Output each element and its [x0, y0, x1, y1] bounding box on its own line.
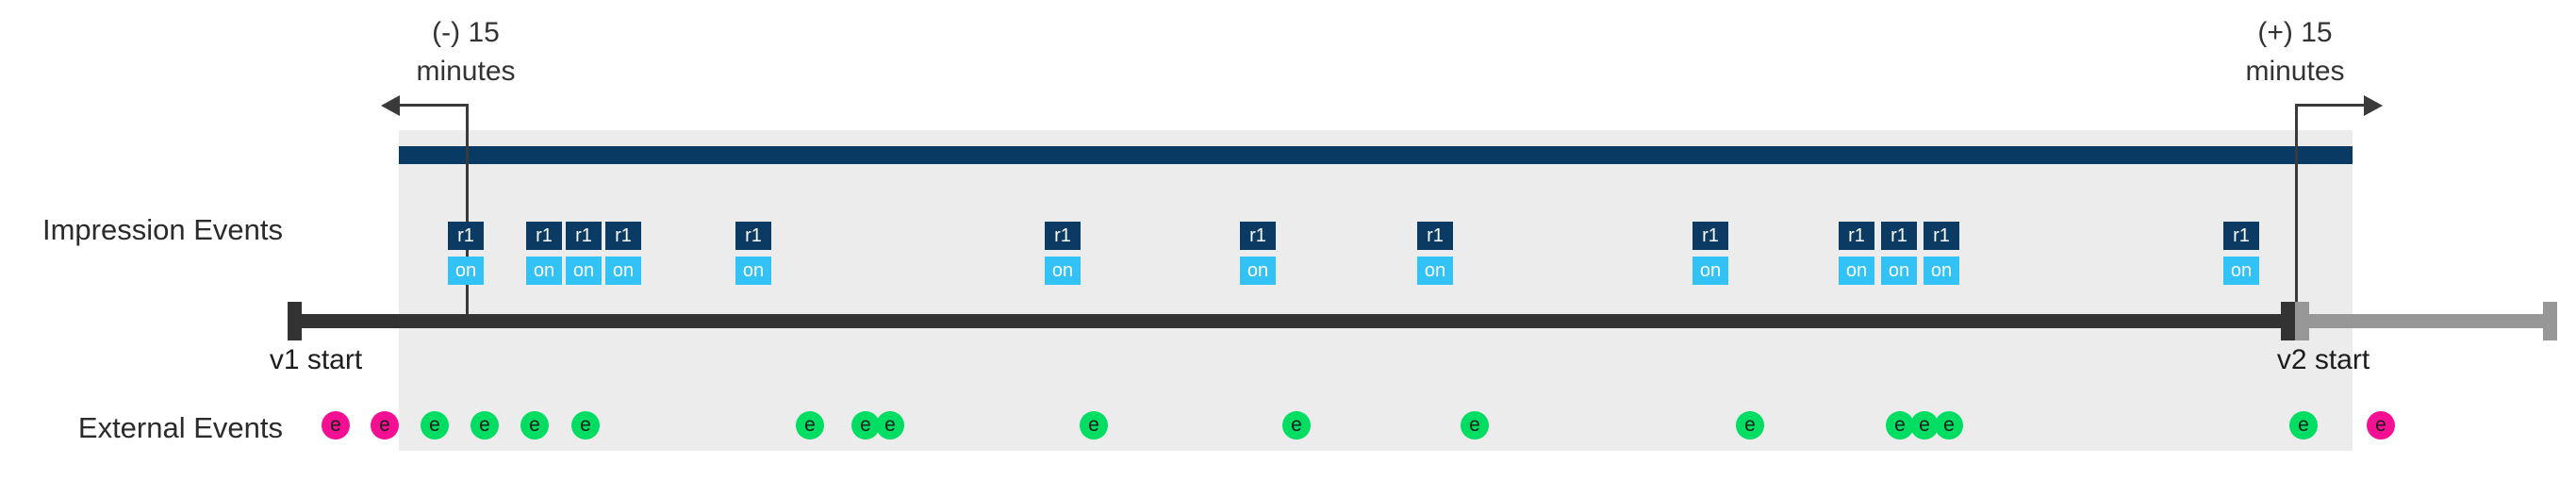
impression-chip-r1[interactable]: r1 — [1045, 222, 1081, 250]
external-event-dot[interactable]: e — [1080, 411, 1108, 440]
callout-arrow-shaft — [2295, 104, 2364, 107]
version-rail-v1 — [288, 314, 2295, 328]
impression-chip-on[interactable]: on — [448, 257, 484, 285]
impression-chip-on[interactable]: on — [1240, 257, 1276, 285]
external-event-dot[interactable]: e — [1736, 411, 1764, 440]
impression-chip-on[interactable]: on — [1417, 257, 1453, 285]
impression-chip-r1[interactable]: r1 — [1240, 222, 1276, 250]
callout-line-2: minutes — [416, 56, 516, 87]
external-event-dot[interactable]: e — [796, 411, 824, 440]
impression-chip-on[interactable]: on — [1693, 257, 1728, 285]
impression-chip-r1[interactable]: r1 — [1417, 222, 1453, 250]
impression-events-row-label: Impression Events — [42, 213, 283, 246]
impression-chip-on[interactable]: on — [566, 257, 602, 285]
external-event-dot[interactable]: e — [1910, 411, 1939, 440]
external-event-dot[interactable]: e — [1282, 411, 1311, 440]
version-rail-cap — [2295, 302, 2309, 340]
impression-chip-on[interactable]: on — [2223, 257, 2259, 285]
external-event-dot[interactable]: e — [1461, 411, 1489, 440]
external-event-dot[interactable]: e — [1935, 411, 1963, 440]
impression-chip-on[interactable]: on — [1839, 257, 1874, 285]
impression-chip-on[interactable]: on — [1881, 257, 1917, 285]
callout-arrow-head — [381, 95, 400, 116]
version-rail-v2 — [2295, 314, 2557, 328]
impression-chip-r1[interactable]: r1 — [1693, 222, 1728, 250]
version-rail-label-v1: v1 start — [269, 344, 363, 375]
external-event-dot[interactable]: e — [421, 411, 449, 440]
external-event-dot[interactable]: e — [471, 411, 499, 440]
impression-chip-r1[interactable]: r1 — [566, 222, 602, 250]
callout-guide-line — [2295, 104, 2298, 321]
impression-window-bar — [399, 146, 2353, 164]
impression-chip-r1[interactable]: r1 — [735, 222, 771, 250]
external-event-dot[interactable]: e — [1886, 411, 1914, 440]
external-event-dot[interactable]: e — [2289, 411, 2318, 440]
version-rail-cap — [2281, 302, 2295, 340]
attribution-window-band — [399, 130, 2353, 451]
callout-arrow-shaft — [400, 104, 469, 107]
external-event-dot[interactable]: e — [322, 411, 350, 440]
external-event-dot[interactable]: e — [571, 411, 600, 440]
version-rail-cap — [288, 302, 302, 340]
callout-guide-line — [466, 104, 469, 321]
impression-chip-on[interactable]: on — [1045, 257, 1081, 285]
version-rail-label-v2: v2 start — [2276, 344, 2370, 375]
external-event-dot[interactable]: e — [876, 411, 904, 440]
impression-chip-on[interactable]: on — [605, 257, 641, 285]
callout-line-2: minutes — [2245, 56, 2345, 87]
callout-plus-15-minutes: (+) 15 minutes — [2172, 13, 2418, 91]
callout-minus-15-minutes: (-) 15 minutes — [343, 13, 588, 91]
external-event-dot[interactable]: e — [851, 411, 880, 440]
callout-line-1: (+) 15 — [2257, 17, 2333, 48]
impression-chip-on[interactable]: on — [1924, 257, 1959, 285]
external-event-dot[interactable]: e — [2367, 411, 2395, 440]
impression-chip-r1[interactable]: r1 — [2223, 222, 2259, 250]
external-event-dot[interactable]: e — [371, 411, 399, 440]
impression-chip-r1[interactable]: r1 — [1924, 222, 1959, 250]
version-rail-cap — [2543, 302, 2557, 340]
callout-arrow-head — [2364, 95, 2383, 116]
impression-chip-on[interactable]: on — [735, 257, 771, 285]
impression-chip-r1[interactable]: r1 — [448, 222, 484, 250]
impression-chip-on[interactable]: on — [526, 257, 562, 285]
external-events-row-label: External Events — [77, 411, 283, 444]
callout-line-1: (-) 15 — [432, 17, 500, 48]
impression-chip-r1[interactable]: r1 — [1881, 222, 1917, 250]
impression-chip-r1[interactable]: r1 — [605, 222, 641, 250]
impression-chip-r1[interactable]: r1 — [1839, 222, 1874, 250]
external-event-dot[interactable]: e — [520, 411, 549, 440]
impression-chip-r1[interactable]: r1 — [526, 222, 562, 250]
